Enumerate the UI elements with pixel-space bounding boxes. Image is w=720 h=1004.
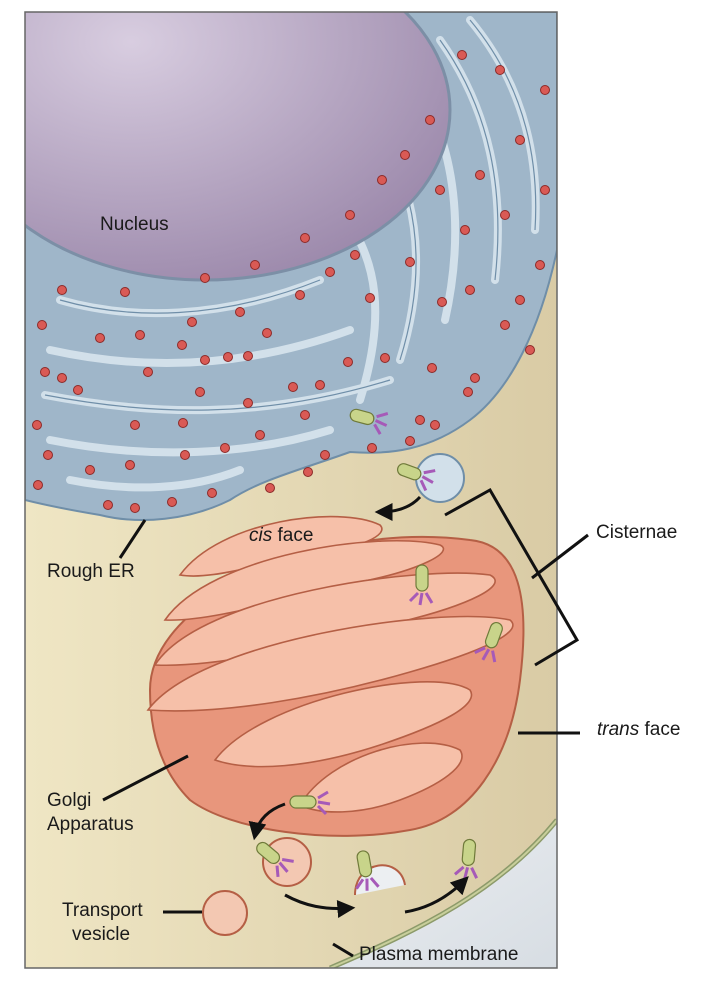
arrow-er-to-golgi bbox=[374, 495, 422, 521]
label-nucleus: Nucleus bbox=[100, 214, 169, 235]
leader-plasma bbox=[332, 942, 354, 958]
golgi-vesicle bbox=[262, 837, 312, 887]
arrow-secretion bbox=[404, 876, 469, 914]
leader-golgi bbox=[102, 754, 189, 802]
label-cis: cis bbox=[249, 525, 273, 546]
label-rough-er: Rough ER bbox=[47, 561, 135, 582]
label-plasma-membrane: Plasma membrane bbox=[359, 944, 518, 965]
label-trans: trans bbox=[597, 719, 640, 740]
extracellular-space bbox=[330, 820, 557, 968]
cell-panel bbox=[25, 12, 557, 968]
label-trans-face: trans face bbox=[597, 719, 680, 740]
label-transport-line1: Transport bbox=[62, 900, 143, 921]
cisternae-bracket bbox=[444, 487, 580, 667]
arrow-vesicle-to-membrane bbox=[284, 893, 356, 918]
arrow-golgi-to-vesicle bbox=[248, 802, 286, 841]
golgi-cisternae bbox=[146, 515, 514, 813]
transport-vesicle bbox=[202, 890, 248, 936]
glycoproteins bbox=[256, 408, 503, 891]
label-trans-face-text: face bbox=[639, 719, 680, 740]
panel-border bbox=[24, 11, 558, 969]
leader-cisternae bbox=[531, 533, 589, 580]
label-cisternae: Cisternae bbox=[596, 522, 677, 543]
leader-lines bbox=[102, 487, 589, 958]
label-golgi-line2: Apparatus bbox=[47, 814, 134, 835]
ribosomes bbox=[32, 50, 550, 513]
pathway-arrows bbox=[248, 495, 469, 918]
golgi-apparatus bbox=[146, 515, 525, 837]
label-golgi-line1: Golgi bbox=[47, 790, 91, 811]
label-transport-line2: vesicle bbox=[72, 924, 130, 945]
label-cis-face: cis face bbox=[249, 525, 313, 546]
label-cis-face-text: face bbox=[272, 525, 313, 546]
leader-rough-er bbox=[118, 519, 147, 559]
